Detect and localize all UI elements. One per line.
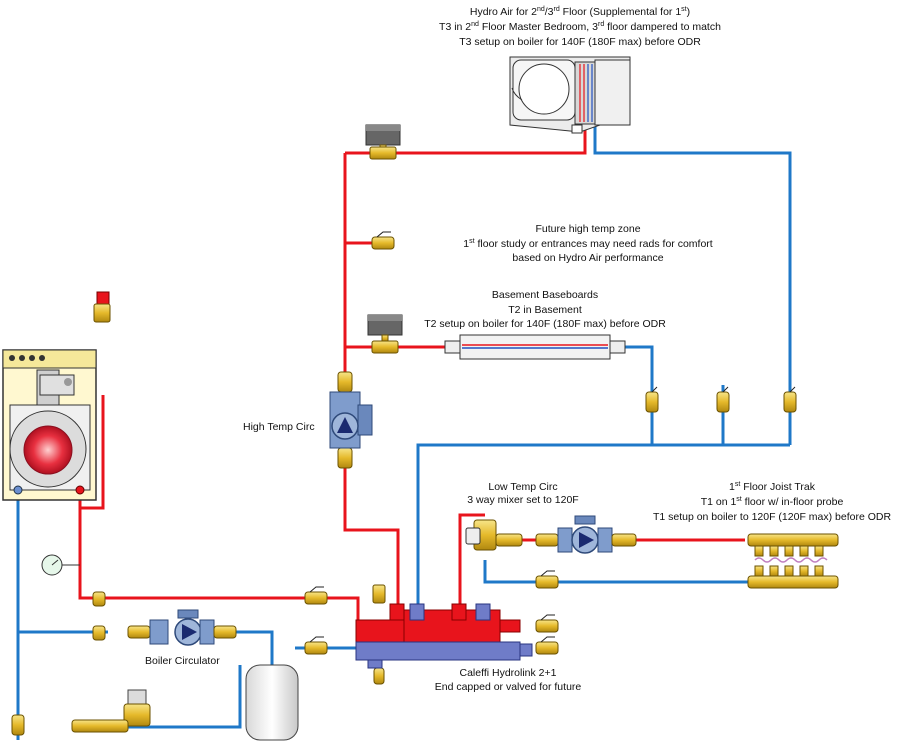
hydro-air-label-line1: Hydro Air for 2nd/3rd Floor (Supplementa… [470, 6, 690, 18]
boiler [2, 349, 97, 501]
low-temp-circulator [535, 515, 637, 554]
low-temp-circ-label-line1: Low Temp Circ [488, 481, 557, 493]
baseboard-heater [444, 334, 626, 360]
hydrolink-header [355, 584, 533, 669]
basement-label-line1: Basement Baseboards [492, 289, 598, 301]
hydrolink-label-line2: End capped or valved for future [435, 681, 582, 693]
feed-valve [71, 689, 151, 733]
basement-label-line2: T2 in Basement [508, 304, 582, 316]
expansion-tank [245, 664, 299, 741]
supply-piping [78, 120, 745, 620]
hydro-air-label-line2: T3 in 2nd Floor Master Bedroom, 3rd floo… [439, 21, 721, 33]
hydro-air-label-line3: T3 setup on boiler for 140F (180F max) b… [459, 36, 701, 48]
boiler-circulator [127, 609, 237, 646]
pressure-gauge [41, 554, 80, 576]
future-zone-label-line1: Future high temp zone [535, 223, 640, 235]
future-zone-label-line2: 1st floor study or entrances may need ra… [463, 238, 712, 250]
ball-valves [11, 236, 797, 736]
future-zone-label-line3: based on Hydro Air performance [512, 252, 663, 264]
joist-trak-label-line2: T1 on 1st floor w/ in-floor probe [701, 496, 844, 508]
three-way-mixer [465, 519, 523, 551]
zone-valve-t2 [367, 314, 403, 354]
boiler-circulator-label: Boiler Circulator [145, 655, 220, 667]
hydro-air-unit [509, 56, 631, 134]
floor-manifold [747, 533, 839, 589]
high-temp-circ-label: High Temp Circ [243, 421, 315, 433]
valve-handles [309, 231, 796, 643]
zone-valve-t3 [365, 124, 401, 160]
joist-trak-label-line3: T1 setup on boiler to 120F (120F max) be… [653, 511, 892, 523]
low-temp-circ-label-line2: 3 way mixer set to 120F [467, 494, 578, 506]
pressure-relief-valve [93, 291, 111, 323]
hydrolink-label-line1: Caleffi Hydrolink 2+1 [460, 667, 557, 679]
basement-label-line3: T2 setup on boiler for 140F (180F max) b… [424, 318, 666, 330]
high-temp-circulator [329, 371, 373, 469]
joist-trak-label-line1: 1st Floor Joist Trak [729, 481, 816, 493]
